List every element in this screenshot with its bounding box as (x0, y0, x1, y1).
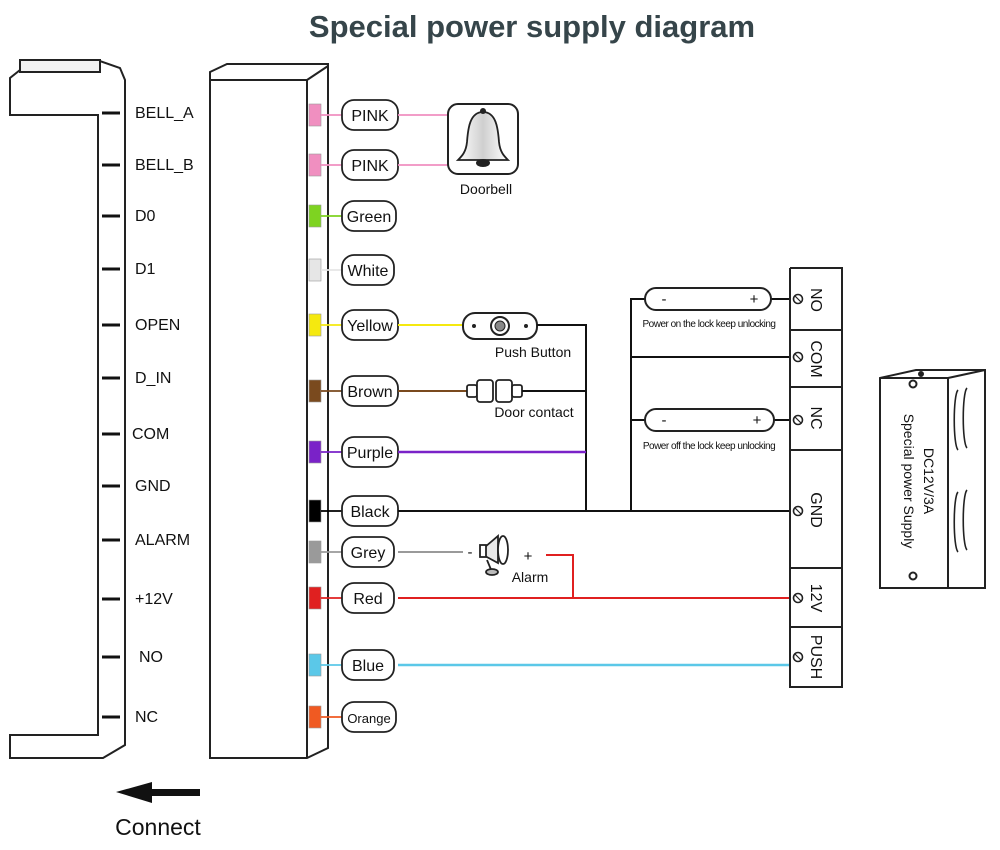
wire-stub (308, 204, 322, 228)
wire-label: Red (353, 591, 382, 608)
psu-screw-slot (794, 416, 802, 424)
terminal-label: D_IN (135, 370, 171, 387)
wire-stub (308, 153, 322, 177)
wire-label: Blue (352, 658, 384, 675)
alarm-plus-wire (546, 554, 574, 598)
wire-stub (308, 586, 322, 610)
wire-stub (308, 499, 322, 523)
lock-power-off-icon: - + (644, 408, 775, 432)
push-button-label: Push Button (495, 344, 571, 360)
lock-off-label: Power off the lock keep unlocking (643, 441, 775, 452)
wire-label: Grey (351, 545, 386, 562)
controller-body (9, 59, 126, 759)
terminal-label: COM (132, 426, 169, 443)
wire-label: PINK (351, 158, 389, 175)
terminal-label: D0 (135, 208, 156, 225)
wire-stubs (308, 103, 342, 729)
wire-label-box (341, 701, 397, 733)
wire-label: Black (350, 504, 390, 521)
psu-terminal-labels: NO COM NC GND 12V PUSH (807, 288, 824, 679)
wire-labels: PINK PINK GreenWhiteYellowBrownPurpleBlack… (341, 99, 399, 733)
psu-terminal-strip (789, 267, 843, 688)
wire-label-box (341, 582, 395, 614)
wire-label: Green (347, 209, 391, 226)
wire-label: Orange (347, 711, 390, 726)
wire-stub (308, 258, 322, 282)
wire-label-box (341, 649, 395, 681)
lock-power-on-icon: - + (644, 287, 772, 311)
lock-ground-wire (630, 298, 645, 511)
alarm-plus: + (524, 548, 533, 565)
psu-screw-slot (794, 653, 802, 661)
terminal-label: D1 (135, 261, 156, 278)
alarm-minus: - (468, 544, 473, 561)
wire-stub (308, 379, 322, 403)
power-supply-box (879, 369, 986, 589)
terminal-label: +12V (135, 591, 173, 608)
terminal-label: OPEN (135, 317, 180, 334)
wire-stub (308, 540, 322, 564)
psu-terminal-label: COM (807, 340, 824, 377)
door-contact-label: Door contact (494, 404, 573, 420)
psu-name: Special power Supply (901, 414, 917, 549)
wire-connector-plug (209, 63, 329, 759)
push-button-return-wire (537, 324, 587, 511)
wire-stub (308, 440, 322, 464)
terminal-label: BELL_B (135, 157, 194, 174)
terminal-label: GND (135, 478, 171, 495)
terminal-label: NO (139, 649, 163, 666)
wire-stub (308, 313, 322, 337)
lock-off-plus: + (753, 412, 762, 429)
wire-label: Yellow (347, 318, 393, 335)
terminal-label: NC (135, 709, 158, 726)
wire-label: PINK (351, 108, 389, 125)
psu-screw-slot (794, 295, 802, 303)
wire-label-box (341, 536, 395, 568)
wire-stub (308, 103, 322, 127)
lock-on-minus: - (662, 291, 667, 308)
door-contact-icon (466, 379, 523, 403)
terminal-label: ALARM (135, 532, 190, 549)
psu-terminal-label: NO (807, 288, 824, 312)
doorbell-label: Doorbell (460, 181, 512, 197)
psu-screw-slot (794, 594, 802, 602)
lock-on-label: Power on the lock keep unlocking (643, 319, 776, 330)
psu-terminal-label: 12V (807, 584, 824, 613)
alarm-icon (479, 534, 509, 576)
wire-label: White (348, 263, 389, 280)
push-button-icon (462, 312, 538, 340)
connect-arrow-icon (116, 782, 200, 803)
wire-label-box (341, 200, 397, 232)
wire-label: Purple (347, 445, 393, 462)
diagram-title: Special power supply diagram (309, 9, 755, 44)
terminal-label: BELL_A (135, 105, 194, 122)
wire-label-box (341, 254, 395, 286)
psu-screw-slot (794, 353, 802, 361)
lock-off-minus: - (662, 412, 667, 429)
psu-rating: DC12V/3A (921, 448, 937, 515)
psu-terminal-label: PUSH (807, 635, 824, 679)
psu-screw-slot (794, 507, 802, 515)
psu-terminal-label: NC (807, 406, 824, 429)
psu-screws (792, 293, 804, 663)
lock-on-plus: + (750, 291, 759, 308)
wire-stub (308, 705, 322, 729)
connect-label: Connect (115, 814, 201, 840)
wire-stub (308, 653, 322, 677)
doorbell-wires (398, 114, 448, 166)
psu-terminal-label: GND (807, 492, 824, 528)
doorbell-icon (447, 103, 519, 175)
alarm-label: Alarm (512, 569, 549, 585)
wire-label: Brown (347, 384, 392, 401)
controller-pin-ticks (102, 111, 120, 719)
